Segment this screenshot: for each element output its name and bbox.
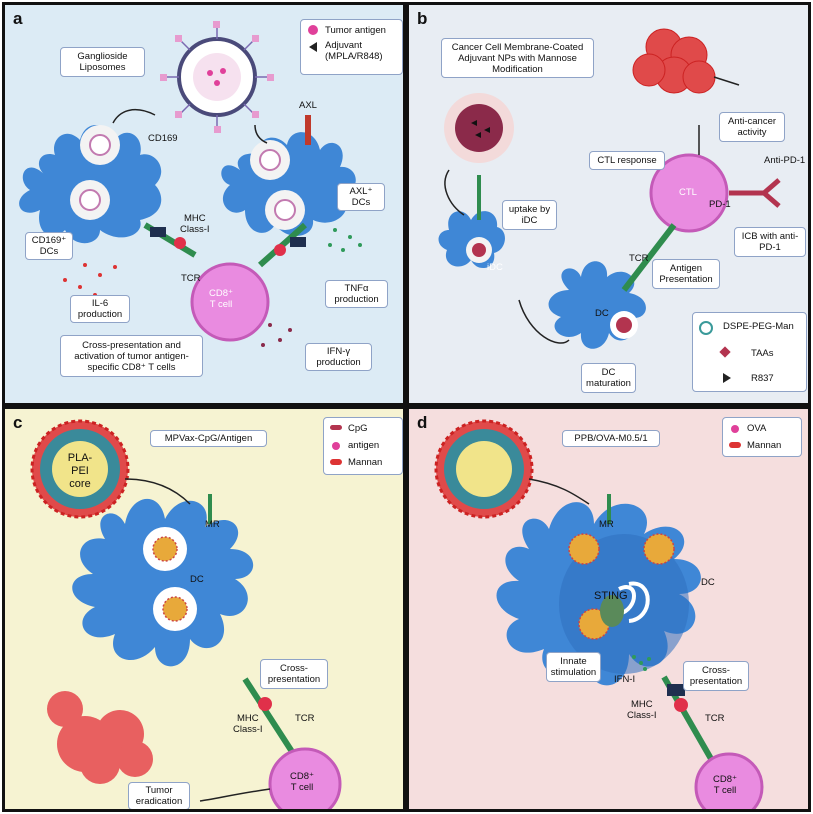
cross-presentation-label: Cross-presentation and activation of tum… [60,335,203,377]
cross-presentation-d-label: Cross- presentation [683,661,749,691]
panel-a-letter: a [13,9,23,28]
mhc-class-i-label: MHC Class-I [180,213,210,235]
idc-label: iDC [487,262,503,273]
legend-taas: TAAs [751,348,774,359]
tcr-c-label: TCR [295,713,315,724]
taas-icon [719,346,731,358]
antigen-icon [332,442,340,450]
axl-dcs-label: AXL⁺ DCs [337,183,385,211]
innate-stimulation-label: Innate stimulation [546,652,601,682]
legend-r837: R837 [751,373,774,384]
mr-d-label: MR [599,519,614,530]
tumor-mass-c [47,691,153,784]
ctl-cell [649,153,729,233]
r837-icon [723,373,731,383]
cd169-dcs-label: CD169⁺ DCs [25,232,73,260]
tumor-eradication-label: Tumor eradication [128,782,190,809]
mannan-icon [330,459,342,465]
panel-c-letter: c [13,413,23,432]
panel-d: d PPB/OVA-M0.5/1 OVA Mannan MR STING DC … [406,406,811,812]
panel-c-title: MPVax-CpG/Antigen [150,430,267,447]
dc-b-label: DC [595,308,609,319]
dc-maturation-label: DC maturation [581,363,636,393]
ganglioside-liposomes-label: Ganglioside Liposomes [60,47,145,77]
mhc-d-label: MHC Class-I [627,699,657,721]
panel-c-illustration [30,419,342,809]
sting-label: STING [594,590,628,602]
dspe-icon [699,321,713,335]
cd169-label: CD169 [148,133,178,144]
cd8-t-cell-c-label: CD8⁺ T cell [290,771,315,793]
cpg-icon [330,425,342,430]
mr-c-label: MR [205,519,220,530]
dc-d-label: DC [701,577,715,588]
legend-adjuvant: Adjuvant (MPLA/R848) [325,40,383,62]
ifn-label: IFN-I [614,674,636,685]
anti-pd1-antibody [729,178,781,208]
legend-antigen: antigen [348,440,380,451]
ifng-label: IFN-γ production [305,343,372,371]
tnfa-label: TNFα production [325,280,388,308]
panel-a-legend: Tumor antigen Adjuvant (MPLA/R848) [300,19,403,75]
panel-a: a Ganglioside Liposomes Tumor antigen Ad… [2,2,406,406]
panel-b-legend: DSPE-PEG-Man TAAs R837 [692,312,807,392]
mannan-d-icon [729,442,741,448]
anti-pd1-label: Anti-PD-1 [764,155,806,166]
pla-pei-core-label: PLA- PEI core [67,452,93,490]
il6-label: IL-6 production [70,295,130,323]
mhc-class-i-a [150,227,166,237]
legend-ova: OVA [747,423,767,434]
cd8-t-cell-c [268,747,342,809]
tumor-antigen-icon [308,25,318,35]
antigen-presentation-label: Antigen Presentation [652,259,720,289]
panel-b: b Cancer Cell Membrane-Coated Adjuvant N… [406,2,811,406]
legend-tumor-antigen: Tumor antigen [325,25,386,36]
legend-cpg: CpG [348,423,368,434]
panel-d-legend: OVA Mannan [722,417,802,457]
panel-b-title: Cancer Cell Membrane-Coated Adjuvant NPs… [441,38,594,78]
panel-c: c MPVax-CpG/Antigen PLA- PEI core CpG an… [2,406,406,812]
tcr-d-label: TCR [705,713,725,724]
axl-receptor [305,115,311,145]
panel-d-illustration [434,419,764,809]
cross-presentation-c-label: Cross- presentation [260,659,328,689]
uptake-label: uptake by iDC [502,200,557,230]
panel-d-title: PPB/OVA-M0.5/1 [562,430,660,447]
dc-c-label: DC [190,574,204,585]
cd8-t-cell-d [694,752,764,809]
anticancer-activity-label: Anti-cancer activity [719,112,785,142]
panel-a-illustration [19,21,362,347]
tcr-b-label: TCR [629,253,649,264]
dc-cell-c [72,498,254,667]
panel-c-legend: CpG antigen Mannan [323,417,403,475]
icb-label: ICB with anti- PD-1 [734,227,806,257]
cd8-t-cell-d-label: CD8⁺ T cell [713,774,738,796]
legend-dspe: DSPE-PEG-Man [723,321,794,332]
ova-icon [731,425,739,433]
cd8-t-cell-label: CD8⁺ T cell [209,288,234,310]
adjuvant-icon [309,42,317,52]
tumor-cluster [632,28,716,94]
ctl-label: CTL [679,187,697,198]
legend-mannan-d: Mannan [747,440,782,451]
cd8-t-cell-a [190,262,270,342]
tcr-label: TCR [181,273,201,284]
axl-label: AXL [299,100,317,111]
panel-b-illustration [438,28,781,349]
ctl-response-label: CTL response [589,151,665,170]
panel-b-letter: b [417,9,428,28]
sting-icon [600,595,624,627]
legend-mannan: Mannan [348,457,383,468]
panel-d-letter: d [417,413,428,432]
pd1-label: PD-1 [709,199,731,210]
mhc-c-label: MHC Class-I [233,713,263,735]
